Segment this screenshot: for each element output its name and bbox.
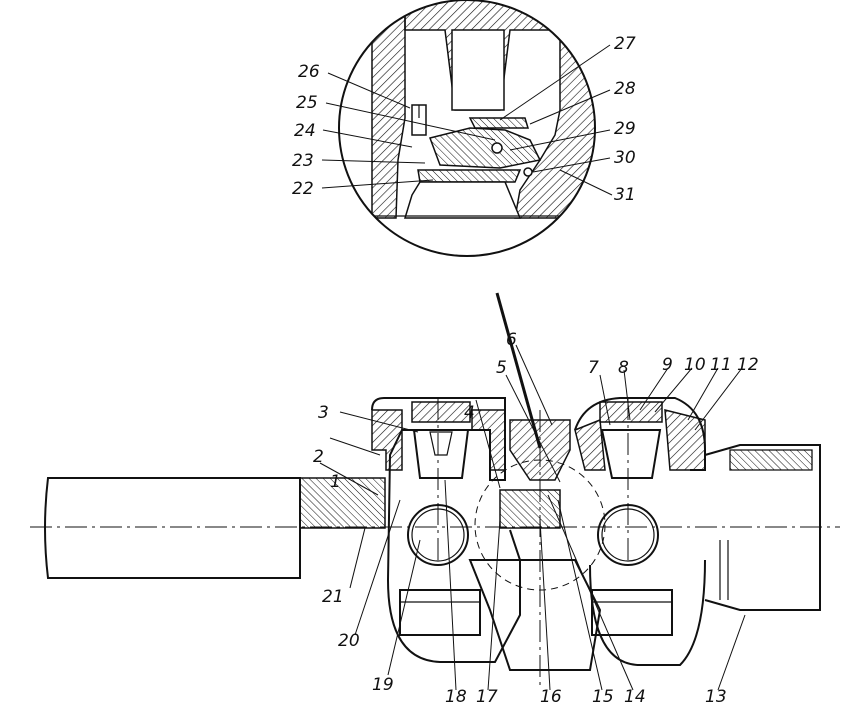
callout-17: 17 — [476, 687, 498, 707]
callout-19: 19 — [372, 675, 394, 695]
callout-13: 13 — [705, 687, 727, 707]
left-housing — [371, 397, 521, 663]
callout-20: 20 — [338, 631, 360, 651]
ball-small — [491, 142, 503, 154]
callout-5: 5 — [496, 358, 507, 378]
callout-1: 1 — [330, 472, 341, 492]
left-shaft — [44, 477, 301, 579]
callout-8: 8 — [618, 358, 629, 378]
leader-lines — [319, 44, 746, 691]
callout-15: 15 — [592, 687, 614, 707]
callout-24: 24 — [294, 121, 316, 141]
callout-14: 14 — [624, 687, 646, 707]
callout-25: 25 — [296, 93, 318, 113]
callout-16: 16 — [540, 687, 562, 707]
callout-3: 3 — [318, 403, 329, 423]
callout-labels: 1 2 3 4 5 6 7 8 9 10 11 12 13 14 15 16 1… — [292, 34, 759, 707]
housing-section-left — [371, 0, 406, 219]
callout-22: 22 — [292, 179, 314, 199]
foot-right — [591, 589, 673, 636]
plunger-right — [600, 429, 662, 479]
callout-26: 26 — [298, 62, 320, 82]
spring-section — [417, 169, 522, 183]
callout-28: 28 — [614, 79, 636, 99]
retainer-section — [468, 117, 530, 129]
right-lower-housing — [589, 559, 706, 666]
foot-left — [399, 589, 481, 636]
callout-27: 27 — [614, 34, 636, 54]
center-base — [468, 559, 602, 671]
callout-31: 31 — [614, 185, 636, 205]
callout-30: 30 — [614, 148, 636, 168]
callout-6: 6 — [506, 330, 517, 350]
callout-23: 23 — [292, 151, 314, 171]
cap-left — [411, 401, 471, 423]
callout-11: 11 — [710, 355, 732, 375]
center-cage — [499, 489, 561, 529]
housing-section-right — [514, 0, 595, 219]
ring-small — [523, 167, 533, 177]
callout-7: 7 — [588, 358, 599, 378]
detail-view — [338, 0, 596, 257]
plunger-left — [412, 429, 470, 479]
cage-section — [429, 127, 542, 169]
cap-right — [599, 401, 663, 423]
callout-4: 4 — [464, 403, 475, 423]
callout-21: 21 — [322, 587, 344, 607]
bore — [451, 29, 505, 111]
callout-18: 18 — [445, 687, 467, 707]
shaft-section — [299, 477, 386, 529]
inner-race-section — [403, 181, 522, 219]
callout-12: 12 — [737, 355, 759, 375]
callout-9: 9 — [662, 355, 673, 375]
callout-29: 29 — [614, 119, 636, 139]
callout-10: 10 — [684, 355, 706, 375]
main-assembly — [30, 397, 840, 690]
callout-2: 2 — [313, 447, 324, 467]
